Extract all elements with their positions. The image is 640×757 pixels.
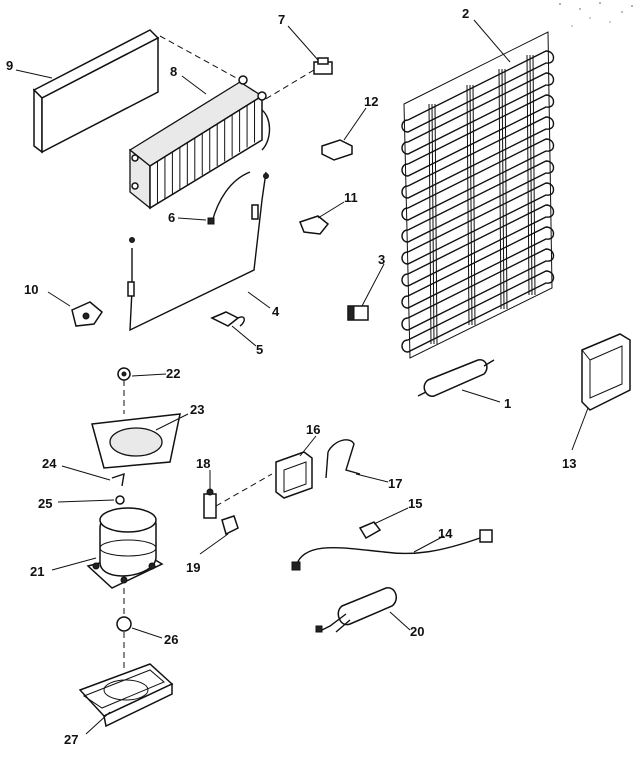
callout-14: 14 [438, 526, 453, 541]
part-23-cover [91, 413, 181, 469]
evaporator-band [504, 68, 508, 310]
evaporator-tube [401, 160, 555, 243]
evaporator-tube [401, 182, 555, 265]
callout-8: 8 [170, 64, 177, 79]
evaporator-band [434, 103, 438, 345]
part-11-clip [299, 215, 330, 235]
part-4-tubing [127, 171, 269, 332]
scan-noise [559, 2, 633, 27]
evaporator-tube [401, 138, 555, 221]
evaporator-tube [401, 116, 555, 199]
evaporator-band [526, 54, 530, 296]
part-1-drier [417, 359, 495, 397]
callout-24: 24 [42, 456, 57, 471]
evaporator-tube [401, 248, 555, 331]
callout-20: 20 [410, 624, 424, 639]
evaporator-tube [401, 50, 555, 133]
evaporator-band [472, 84, 476, 326]
callout-5: 5 [256, 342, 263, 357]
callout-23: 23 [190, 402, 204, 417]
evaporator-tube [401, 270, 555, 353]
callout-15: 15 [408, 496, 422, 511]
evaporator-band [428, 103, 432, 345]
part-13-bracket [581, 333, 631, 411]
callout-1: 1 [504, 396, 511, 411]
evaporator-band [532, 54, 536, 296]
evaporator-tube [401, 94, 555, 177]
part-25-washer [115, 495, 125, 505]
evaporator-band [529, 54, 533, 296]
callout-16: 16 [306, 422, 320, 437]
part-24-clip [111, 472, 125, 487]
callout-17: 17 [388, 476, 402, 491]
callout-12: 12 [364, 94, 378, 109]
evaporator-tube [401, 204, 555, 287]
part-2-evaporator [401, 31, 555, 359]
part-27-base [78, 663, 174, 728]
part-8-condenser [128, 75, 271, 210]
part-7-bracket [313, 57, 333, 75]
callout-25: 25 [38, 496, 52, 511]
callout-10: 10 [24, 282, 38, 297]
part-26-grommet [116, 616, 132, 632]
evaporator-band [501, 68, 505, 310]
leader-lines [15, 19, 589, 735]
callout-13: 13 [562, 456, 576, 471]
callout-4: 4 [272, 304, 280, 319]
evaporator-band [469, 84, 473, 326]
part-19-cap [221, 515, 239, 536]
callout-26: 26 [164, 632, 178, 647]
callout-18: 18 [196, 456, 210, 471]
callout-27: 27 [64, 732, 78, 747]
part-5-clip [210, 311, 240, 327]
part-17-clip [327, 439, 361, 475]
callout-6: 6 [168, 210, 175, 225]
callout-labels: 1 2 3 4 5 6 7 8 9 10 11 12 13 14 15 16 1… [6, 6, 576, 747]
callout-2: 2 [462, 6, 469, 21]
callout-3: 3 [378, 252, 385, 267]
callout-21: 21 [30, 564, 44, 579]
part-6-tube [211, 171, 251, 223]
callout-19: 19 [186, 560, 200, 575]
callout-7: 7 [278, 12, 285, 27]
part-20-capacitor [315, 587, 397, 633]
evaporator-tube [401, 72, 555, 155]
part-14-power-cord [291, 529, 493, 571]
evaporator-band [466, 84, 470, 326]
part-15-plug [358, 521, 382, 540]
part-18-relay [203, 488, 217, 519]
evaporator-band [498, 68, 502, 310]
callout-22: 22 [166, 366, 180, 381]
part-12-clip [321, 139, 353, 161]
part-9-panel [32, 29, 160, 154]
callout-11: 11 [344, 190, 358, 205]
callout-9: 9 [6, 58, 13, 73]
part-16-relay-box [275, 451, 313, 499]
part-21-compressor [86, 507, 164, 589]
evaporator-band [431, 103, 435, 345]
evaporator-tube [401, 226, 555, 309]
